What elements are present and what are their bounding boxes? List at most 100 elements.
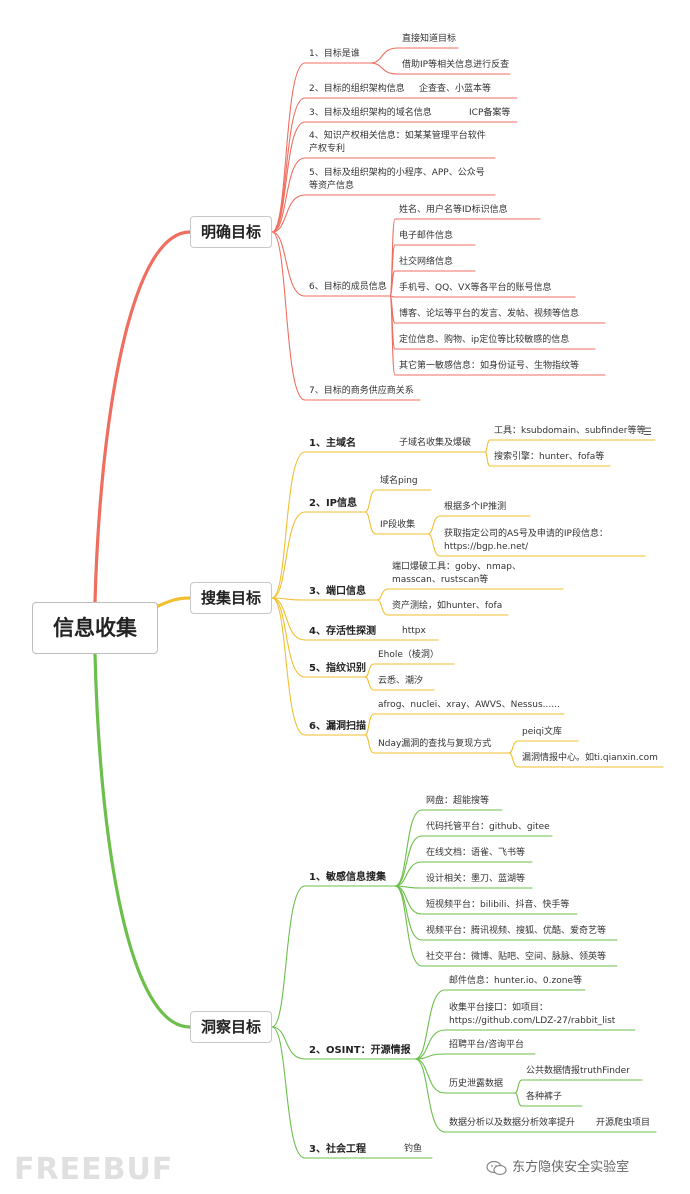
i5-label: 5、目标及组织架构的小程序、APP、公众号等资产信息 (309, 168, 485, 191)
s2b2-label: 获取指定公司的AS号及申请的IP段信息：https://bgp.he.net/ (444, 529, 608, 552)
o1-connector (271, 885, 306, 1028)
i3-connector (271, 121, 306, 233)
i1a-label: 直接知道目标 (402, 34, 457, 44)
i1a-connector (369, 47, 399, 64)
o1f-label: 视频平台：腾讯视频、搜狐、优酷、爱奇艺等 (426, 926, 607, 936)
s2b1-label: 根据多个IP推测 (444, 502, 507, 512)
i1-connector (271, 62, 306, 233)
root-node: 信息收集 (32, 602, 158, 654)
o2d2-label: 各种裤子 (526, 1092, 563, 1102)
o3a-label: 钓鱼 (404, 1144, 423, 1154)
i3a-label: ICP备案等 (469, 108, 511, 118)
note-lines-icon: ☰ (643, 427, 652, 438)
i6g-label: 其它第一敏感信息：如身份证号、生物指纹等 (399, 361, 580, 371)
i6a-label: 姓名、用户名等ID标识信息 (399, 205, 508, 215)
i6-label: 6、目标的成员信息 (309, 282, 387, 292)
s5b-label: 云悉、潮汐 (378, 676, 424, 686)
s1-label: 1、主域名 (309, 438, 356, 449)
s2b-label: IP段收集 (380, 520, 416, 530)
s6a-label: afrog、nuclei、xray、AWVS、Nessus...... (378, 700, 560, 710)
s3b-connector (376, 599, 389, 616)
s3a-label: 端口爆破工具：goby、nmap、masscan、rustscan等 (392, 562, 521, 585)
o2d-label: 历史泄露数据 (449, 1079, 504, 1089)
i2a-label: 企查查、小蓝本等 (419, 84, 492, 94)
i2-connector (271, 97, 306, 233)
s2-label: 2、IP信息 (309, 498, 358, 509)
s5a-label: Ehole（棱洞） (378, 650, 439, 660)
s3-connector (271, 597, 306, 601)
s3-label: 3、端口信息 (309, 586, 366, 597)
o1c-connector (394, 861, 423, 887)
s2a-label: 域名ping (380, 476, 418, 486)
wechat-icon (486, 1160, 507, 1175)
s6-connector (271, 597, 306, 736)
s4a-label: httpx (402, 626, 426, 636)
s6b1-connector (508, 740, 519, 754)
o3-label: 3、社会工程 (309, 1144, 366, 1155)
o2d2-connector (514, 1092, 523, 1107)
o1e-connector (394, 885, 423, 915)
o1-label: 1、敏感信息搜集 (309, 872, 386, 883)
i5-connector (271, 194, 306, 233)
i7-label: 7、目标的商务供应商关系 (309, 386, 414, 396)
o1b-connector (394, 835, 423, 887)
o2d1-connector (514, 1079, 523, 1094)
o2e-connector (414, 1058, 446, 1133)
i6b-label: 电子邮件信息 (399, 231, 454, 241)
o2-connector (271, 1026, 306, 1060)
o2e-label: 数据分析以及数据分析效率提升 (449, 1118, 576, 1128)
i3-label: 3、目标及组织架构的域名信息 (309, 108, 432, 118)
o1e-label: 短视频平台：bilibili、抖音、快手等 (426, 900, 570, 910)
i1-label: 1、目标是谁 (309, 49, 360, 59)
o2e1-label: 开源爬虫项目 (596, 1118, 651, 1128)
wechat-watermark: 东方隐侠安全实验室 (486, 1156, 629, 1176)
s6-label: 6、漏洞扫描 (309, 721, 366, 732)
s6b-label: Nday漏洞的查找与复现方式 (378, 739, 492, 749)
o1a-connector (394, 809, 423, 887)
i6d-label: 手机号、QQ、VX等各平台的账号信息 (399, 283, 552, 293)
s5a-connector (364, 663, 375, 678)
i6f-label: 定位信息、购物、ip定位等比较敏感的信息 (399, 335, 570, 345)
o2a-connector (414, 989, 446, 1060)
s3b-label: 资产测绘，如hunter、fofa (392, 601, 503, 611)
s2b2-connector (427, 533, 441, 557)
s1a1-connector (484, 439, 491, 453)
i1b-connector (369, 62, 399, 75)
branch-dongcha-node: 洞察目标 (190, 1011, 272, 1043)
s6b2-label: 漏洞情报中心。如ti.qianxin.com (522, 753, 658, 763)
o1g-label: 社交平台：微博、贴吧、空间、脉脉、领英等 (426, 952, 607, 962)
s5b-connector (364, 676, 375, 691)
s5-label: 5、指纹识别 (309, 663, 366, 674)
i6c-label: 社交网络信息 (399, 257, 454, 267)
i6c-connector (389, 270, 396, 297)
s6a-connector (364, 713, 375, 736)
o2d1-label: 公共数据情报truthFinder (526, 1066, 630, 1076)
i6e-label: 博客、论坛等平台的发言、发帖、视频等信息 (399, 309, 580, 319)
s1-connector (271, 451, 306, 599)
o1a-label: 网盘：超能搜等 (426, 796, 490, 806)
o2c-label: 招聘平台/咨询平台 (449, 1040, 525, 1050)
branch-mingque-node: 明确目标 (190, 216, 272, 248)
branch-souji-connector (156, 596, 192, 608)
o2c-connector (414, 1053, 446, 1060)
s2a-connector (364, 489, 377, 513)
o1g-connector (394, 885, 423, 967)
branch-dongcha-connector (93, 652, 192, 1029)
s1a-label: 子域名收集及爆破 (399, 438, 472, 448)
o3-connector (271, 1026, 306, 1159)
s6b-connector (364, 734, 375, 754)
s6b2-connector (508, 752, 519, 768)
wechat-account-name: 东方隐侠安全实验室 (512, 1160, 630, 1175)
i1b-label: 借助IP等相关信息进行反查 (402, 60, 510, 70)
i2-label: 2、目标的组织架构信息 (309, 84, 405, 94)
i4-label: 4、知识产权相关信息：如某某管理平台软件产权专利 (309, 131, 486, 154)
s4-label: 4、存活性探测 (309, 626, 376, 637)
o2b-connector (414, 1029, 446, 1060)
s6b1-label: peiqi文库 (522, 727, 562, 737)
o1b-label: 代码托管平台：github、gitee (426, 822, 550, 832)
s5-connector (271, 597, 306, 678)
o2-label: 2、OSINT：开源情报 (309, 1045, 411, 1056)
o2b-label: 收集平台接口：如项目：https://github.com/LDZ-27/rab… (449, 1003, 616, 1026)
o2a-label: 邮件信息：hunter.io、0.zone等 (449, 976, 582, 986)
